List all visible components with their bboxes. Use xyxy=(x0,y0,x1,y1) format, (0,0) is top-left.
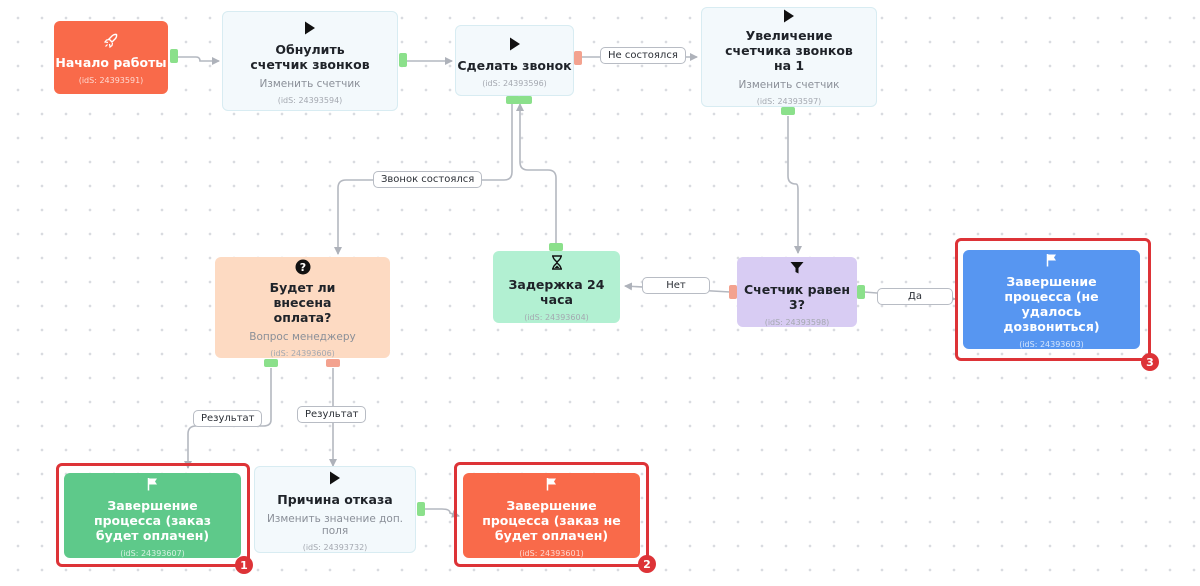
output-port-positive[interactable] xyxy=(857,285,865,299)
node-ids: (idS: 24393601) xyxy=(519,548,584,558)
node-increase-counter[interactable]: Увеличение счетчика звонков на 1 Изменит… xyxy=(701,7,877,107)
edge-label-yes[interactable]: Да xyxy=(877,288,953,305)
edge-start-reset xyxy=(178,56,220,65)
node-ids: (idS: 24393604) xyxy=(524,312,589,322)
node-title: Завершение процесса (заказ будет оплачен… xyxy=(93,497,212,543)
highlight-frame-1 xyxy=(56,463,250,567)
edge-label-no[interactable]: Нет xyxy=(642,277,710,294)
node-title: Завершение процесса (не удалось дозвонит… xyxy=(1003,274,1100,334)
node-counter-condition[interactable]: Счетчик равен 3? (idS: 24393598) xyxy=(737,257,857,327)
output-port-negative[interactable] xyxy=(574,51,582,65)
edge-label-not-happened[interactable]: Не состоялся xyxy=(600,47,686,64)
node-ids: (idS: 24393606) xyxy=(270,349,335,358)
node-end-paid[interactable]: Завершение процесса (заказ будет оплачен… xyxy=(64,473,241,558)
node-ids: (idS: 24393598) xyxy=(764,317,830,327)
play-icon xyxy=(783,8,795,24)
node-end-not-paid[interactable]: Завершение процесса (заказ не будет опла… xyxy=(463,473,640,558)
flag-icon xyxy=(1046,250,1058,270)
node-subtitle: Вопрос менеджеру xyxy=(249,331,356,343)
badge-3: 3 xyxy=(1141,353,1159,371)
node-ids: (idS: 24393732) xyxy=(302,542,368,552)
output-port-positive[interactable] xyxy=(264,359,278,367)
node-make-call[interactable]: Сделать звонок (idS: 24393596) xyxy=(455,25,574,96)
play-icon xyxy=(509,34,521,54)
input-port[interactable] xyxy=(549,243,563,251)
node-delay[interactable]: Задержка 24 часа (idS: 24393604) xyxy=(493,251,620,323)
svg-text:?: ? xyxy=(299,261,305,274)
node-ids: (idS: 24393603) xyxy=(1019,340,1084,349)
node-subtitle: Изменить счетчик xyxy=(738,79,840,91)
node-payment-question[interactable]: ? Будет ли внесена оплата? Вопрос менедж… xyxy=(215,257,390,358)
flag-icon xyxy=(546,474,558,494)
edge-reason-unpaid xyxy=(425,508,460,518)
edge-label-result-2[interactable]: Результат xyxy=(297,406,367,423)
play-icon xyxy=(304,18,316,38)
play-icon xyxy=(329,468,341,488)
edge-increase-counter xyxy=(787,116,802,254)
output-port-negative[interactable] xyxy=(326,359,340,367)
node-refusal-reason[interactable]: Причина отказа Изменить значение доп. по… xyxy=(254,466,416,553)
node-reset-counter[interactable]: Обнулить счетчик звонков Изменить счетчи… xyxy=(222,11,398,111)
highlight-frame-2 xyxy=(454,462,649,567)
output-port[interactable] xyxy=(399,53,407,67)
node-title: Обнулить счетчик звонков xyxy=(250,41,370,72)
hourglass-icon xyxy=(551,253,563,273)
node-subtitle: Изменить счетчик xyxy=(259,77,361,90)
filter-icon xyxy=(790,258,804,278)
question-icon: ? xyxy=(295,257,311,276)
node-ids: (idS: 24393594) xyxy=(277,95,343,105)
node-ids: (idS: 24393607) xyxy=(120,548,185,558)
node-title: Увеличение счетчика звонков на 1 xyxy=(725,28,853,73)
node-end-not-reached[interactable]: Завершение процесса (не удалось дозвонит… xyxy=(963,250,1140,349)
output-port-negative[interactable] xyxy=(729,285,737,299)
badge-2: 2 xyxy=(638,555,656,573)
node-subtitle: Изменить значение доп. поля xyxy=(266,512,404,537)
badge-1: 1 xyxy=(235,556,253,574)
highlight-frame-3 xyxy=(955,238,1151,361)
node-title: Задержка 24 часа xyxy=(508,276,605,307)
node-title: Причина отказа xyxy=(277,491,393,507)
node-title: Будет ли внесена оплата? xyxy=(269,280,336,325)
flag-icon xyxy=(147,474,159,494)
node-ids: (idS: 24393597) xyxy=(756,97,822,106)
node-title: Сделать звонок xyxy=(457,57,572,73)
output-port[interactable] xyxy=(170,49,178,63)
output-port[interactable] xyxy=(417,502,425,516)
node-ids: (idS: 24393596) xyxy=(482,78,547,88)
output-port[interactable] xyxy=(781,107,795,115)
node-title: Завершение процесса (заказ не будет опла… xyxy=(482,497,621,543)
node-title: Счетчик равен 3? xyxy=(743,281,851,312)
output-port-positive[interactable] xyxy=(518,96,532,104)
node-title: Начало работы xyxy=(55,54,167,70)
edge-label-result-1[interactable]: Результат xyxy=(193,410,263,427)
rocket-icon xyxy=(103,31,119,51)
output-port-positive[interactable] xyxy=(506,96,520,104)
edge-delay-call xyxy=(516,103,557,243)
node-ids: (idS: 24393591) xyxy=(78,75,144,85)
edge-label-call-happened[interactable]: Звонок состоялся xyxy=(373,171,483,188)
node-start[interactable]: Начало работы (idS: 24393591) xyxy=(54,21,168,94)
